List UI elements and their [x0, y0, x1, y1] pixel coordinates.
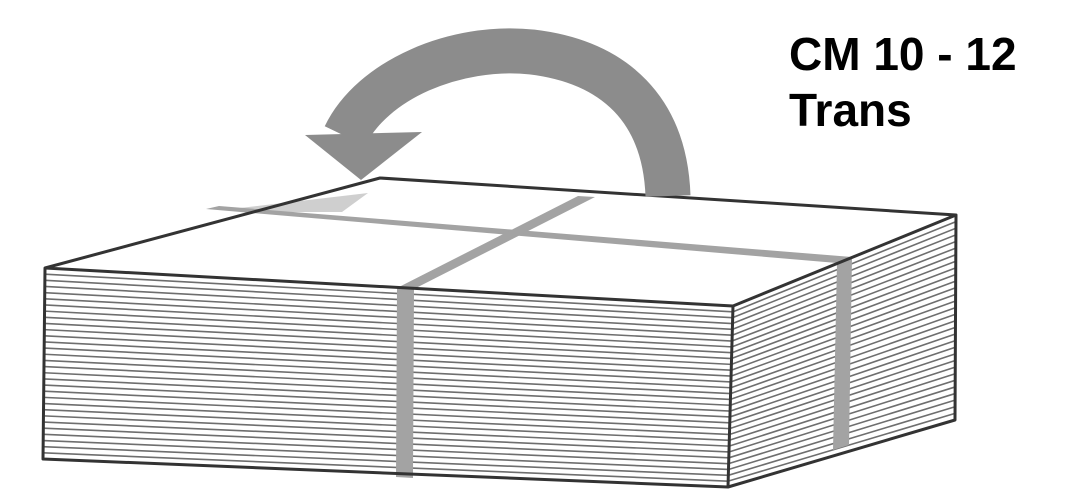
caption-line-1: CM 10 - 12 [789, 26, 1059, 82]
paper-stack-caption: CM 10 - 12 Trans [789, 26, 1059, 138]
caption-line-2: Trans [789, 82, 1059, 138]
curved-arrow-icon [305, 51, 668, 196]
